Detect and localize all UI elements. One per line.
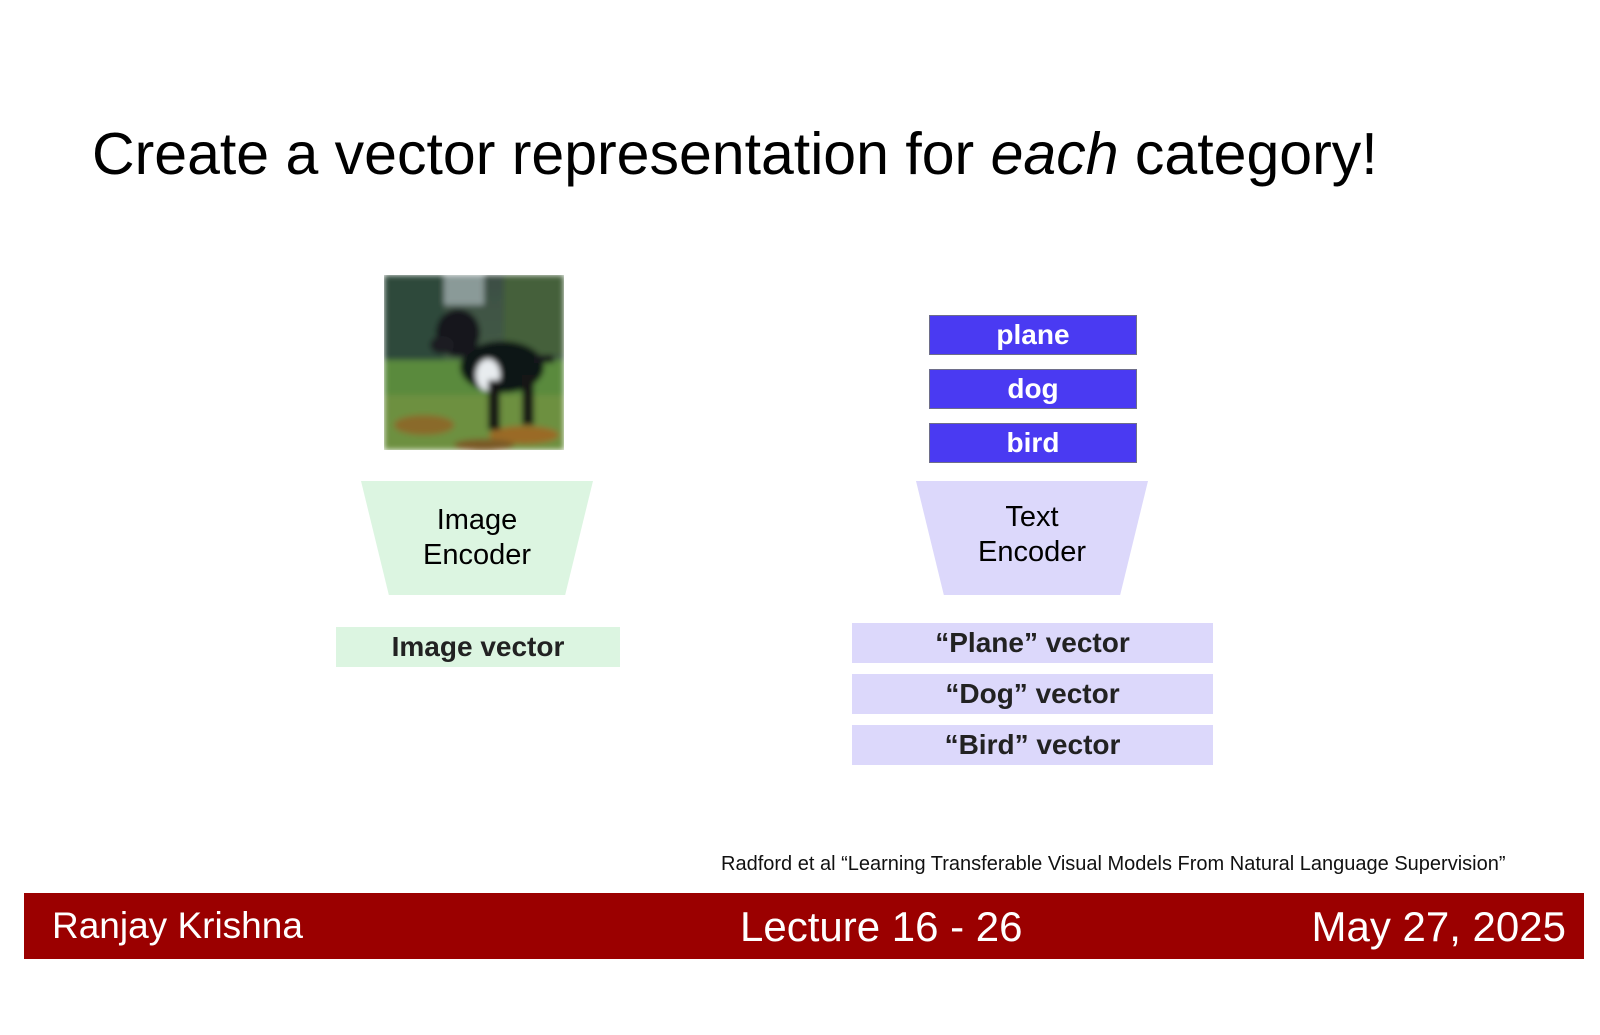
text-encoder: Text Encoder	[916, 481, 1148, 595]
category-label-dog: dog	[929, 369, 1137, 409]
image-encoder: Image Encoder	[361, 481, 593, 595]
bird-vector: “Bird” vector	[852, 725, 1213, 765]
footer-date: May 27, 2025	[1311, 903, 1566, 950]
dog-vector: “Dog” vector	[852, 674, 1213, 714]
category-label-plane: plane	[929, 315, 1137, 355]
text-encoder-line1: Text	[1005, 501, 1059, 533]
text-encoder-line2: Encoder	[977, 536, 1086, 568]
slide-title: Create a vector representation for each …	[92, 118, 1378, 190]
image-encoder-line1: Image	[436, 504, 518, 536]
footer-author: Ranjay Krishna	[52, 905, 303, 946]
plane-vector: “Plane” vector	[852, 623, 1213, 663]
title-emphasis: each	[990, 121, 1119, 187]
image-vector: Image vector	[336, 627, 620, 667]
title-text-start: Create a vector representation for	[92, 121, 991, 187]
dog-photo	[384, 275, 564, 450]
image-encoder-line2: Encoder	[422, 539, 531, 571]
title-text-end: category!	[1118, 121, 1378, 187]
category-label-bird: bird	[929, 423, 1137, 463]
citation: Radford et al “Learning Transferable Vis…	[721, 853, 1506, 875]
footer-bar: Ranjay Krishna Lecture 16 - 26 May 27, 2…	[24, 893, 1584, 959]
footer-lecture: Lecture 16 - 26	[740, 903, 1023, 950]
